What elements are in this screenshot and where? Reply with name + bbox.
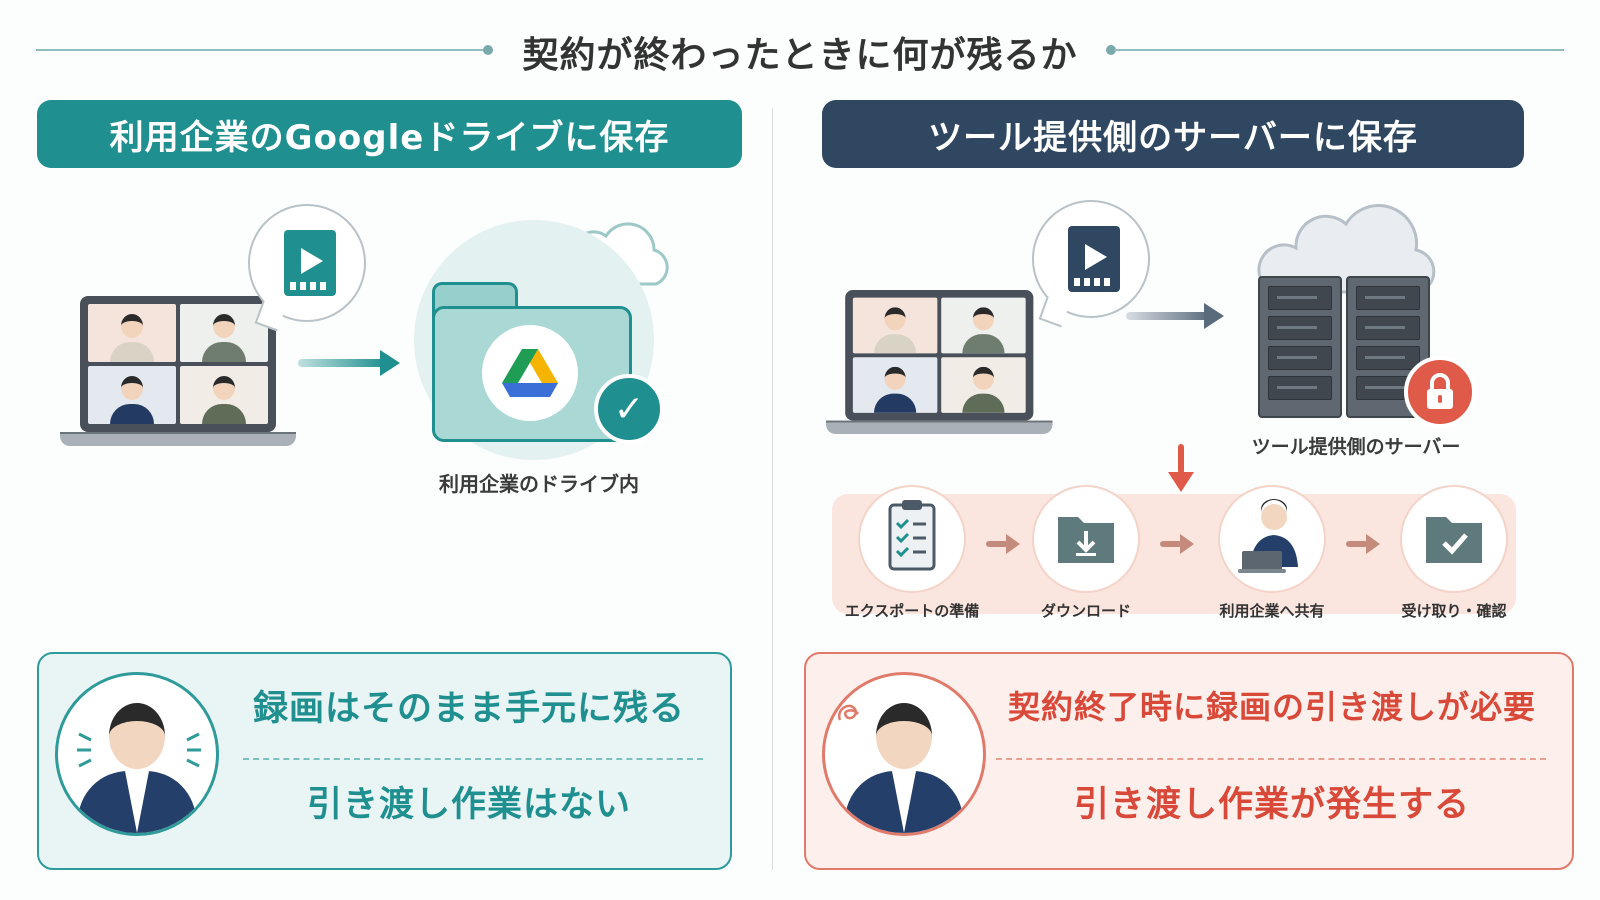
right-summary-line1: 契約終了時に録画の引き渡しが必要 xyxy=(1007,688,1536,726)
left-summary-line2: 引き渡し作業はない xyxy=(306,785,631,825)
left-summary-divider xyxy=(243,758,703,760)
folder-check-icon xyxy=(1426,517,1482,563)
right-summary-line2: 引き渡し作業が発生する xyxy=(1073,785,1470,825)
video-file-bubble xyxy=(248,204,366,332)
worried-person-icon xyxy=(822,672,986,836)
right-banner: ツール提供側のサーバーに保存 xyxy=(822,100,1524,168)
step-label-3: 利用企業へ共有 xyxy=(1219,602,1325,620)
title-dot-left xyxy=(483,45,493,55)
step-arrow-2 xyxy=(1160,534,1194,554)
left-banner: 利用企業のGoogleドライブに保存 xyxy=(37,100,742,168)
server-caption: ツール提供側のサーバー xyxy=(1251,436,1461,458)
right-summary-box: 契約終了時に録画の引き渡しが必要 引き渡し作業が発生する xyxy=(804,652,1574,870)
step-circle-3 xyxy=(1220,487,1324,591)
step-label-4: 受け取り・確認 xyxy=(1401,602,1507,620)
server-cloud-icon xyxy=(1257,204,1436,294)
worry-scribble-icon xyxy=(837,704,860,721)
lock-icon xyxy=(1404,356,1476,428)
column-divider xyxy=(772,108,773,870)
check-icon: ✓ xyxy=(594,374,664,444)
relieved-person-icon xyxy=(55,672,219,836)
video-file-icon xyxy=(284,230,336,296)
server-rack-icon xyxy=(1258,276,1342,418)
video-file-icon-right xyxy=(1068,226,1120,292)
step-circle-4 xyxy=(1402,487,1506,591)
arrow-right-icon xyxy=(298,350,400,376)
arrow-right-icon-2 xyxy=(1126,303,1224,329)
folder-caption: 利用企業のドライブ内 xyxy=(439,472,639,496)
title-rule-right xyxy=(1114,49,1564,51)
video-file-bubble-right xyxy=(1032,200,1150,328)
page-title: 契約が終わったときに何が残るか xyxy=(522,35,1078,76)
step-arrow-1 xyxy=(986,534,1020,554)
sparkle-lines-icon xyxy=(77,732,201,768)
person-laptop-icon xyxy=(1238,499,1298,573)
title-rule-left xyxy=(36,49,486,51)
step-circle-2 xyxy=(1034,487,1138,591)
step-label-2: ダウンロード xyxy=(1040,602,1131,620)
right-summary-divider xyxy=(996,758,1546,760)
clipboard-checklist-icon xyxy=(888,500,936,571)
step-circle-1 xyxy=(860,487,964,591)
step-label-1: エクスポートの準備 xyxy=(844,602,980,620)
arrow-down-icon xyxy=(1168,444,1194,492)
step-arrow-3 xyxy=(1346,534,1380,554)
folder-download-icon xyxy=(1058,517,1114,563)
left-summary-line1: 録画はそのまま手元に残る xyxy=(252,689,685,729)
google-drive-icon xyxy=(482,325,578,421)
title-dot-right xyxy=(1106,45,1116,55)
left-summary-box: 録画はそのまま手元に残る 引き渡し作業はない xyxy=(37,652,732,870)
